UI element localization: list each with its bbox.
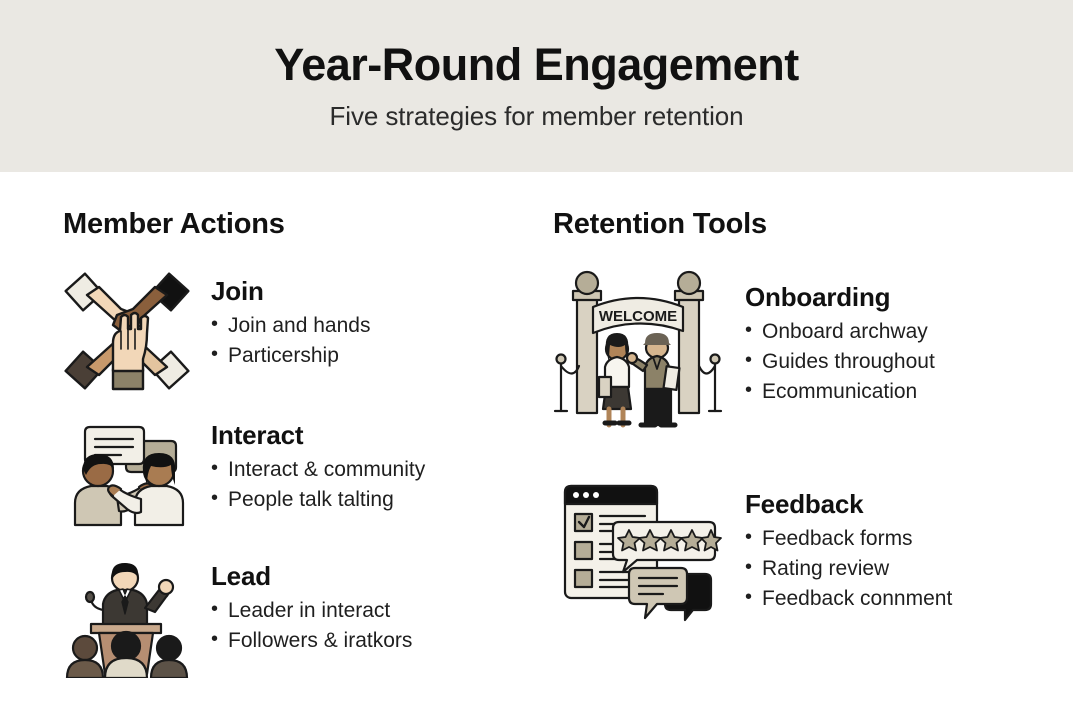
item-join: Join Join and hands Particership [63,269,535,399]
item-bullets-onboarding: Onboard archway Guides throughout Ecommu… [745,316,1073,407]
item-title-feedback: Feedback [745,489,864,519]
list-item: Interact & community [211,454,535,485]
header-band: Year-Round Engagement Five strategies fo… [0,0,1073,172]
list-item: Guides throughout [745,346,1073,377]
list-item: Join and hands [211,310,535,341]
list-item: Particership [211,340,535,371]
list-item: Leader in interact [211,595,535,626]
list-item: Rating review [745,553,1073,584]
page-title: Year-Round Engagement [274,38,799,90]
list-item: Feedback connment [745,583,1073,614]
item-bullets-feedback: Feedback forms Rating review Feedback co… [745,523,1073,614]
item-interact: Interact Interact & community People tal… [63,419,535,534]
column-member-actions: Member Actions [0,172,535,720]
column-retention-tools: Retention Tools [535,172,1073,720]
item-lead: Lead Leader in interact Followers & irat… [63,556,535,683]
list-item: Followers & iratkors [211,625,535,656]
item-title-join: Join [211,276,264,306]
item-title-lead: Lead [211,561,271,591]
item-join-text: Join Join and hands Particership [193,269,535,371]
list-item: Feedback forms [745,523,1073,554]
two-people-talking-icon [63,419,193,534]
item-feedback-text: Feedback Feedback forms Rating review Fe… [723,478,1073,613]
item-bullets-join: Join and hands Particership [211,310,535,371]
item-interact-text: Interact Interact & community People tal… [193,419,535,515]
item-bullets-lead: Leader in interact Followers & iratkors [211,595,535,656]
list-item: Ecommunication [745,376,1073,407]
column-heading-member-actions: Member Actions [63,208,285,240]
item-onboarding-text: Onboarding Onboard archway Guides throug… [723,269,1073,406]
item-title-onboarding: Onboarding [745,282,891,312]
column-heading-retention-tools: Retention Tools [553,208,767,240]
content-columns: Member Actions [0,172,1073,720]
list-item: Onboard archway [745,316,1073,347]
item-lead-text: Lead Leader in interact Followers & irat… [193,556,535,656]
page-subtitle: Five strategies for member retention [329,101,744,132]
item-bullets-interact: Interact & community People talk talting [211,454,535,515]
item-title-interact: Interact [211,420,304,450]
item-feedback: Feedback Feedback forms Rating review Fe… [553,478,1073,628]
feedback-form-rating-icon [553,478,723,628]
item-onboarding: WELCOME [553,269,1073,434]
joined-hands-icon [63,269,193,399]
speaker-at-podium-icon [63,556,193,683]
list-item: People talk talting [211,484,535,515]
welcome-archway-icon: WELCOME [553,269,723,434]
welcome-banner-label: WELCOME [599,308,677,325]
